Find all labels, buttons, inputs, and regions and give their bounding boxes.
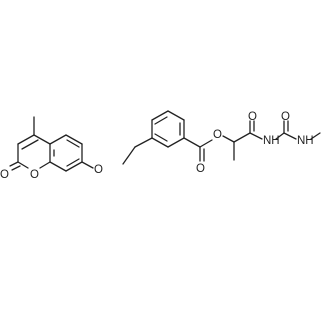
- bond: [167, 137, 185, 148]
- bond: [233, 132, 251, 143]
- bond: [49, 134, 67, 145]
- bond: [122, 146, 136, 165]
- bond: [154, 116, 168, 125]
- atom-label-o: O: [30, 169, 39, 181]
- bond: [81, 161, 94, 169]
- atom-label-o: O: [196, 163, 205, 175]
- atom-label-o: O: [0, 169, 9, 181]
- atom-label-o: O: [94, 164, 103, 176]
- bond: [199, 139, 213, 148]
- bond: [65, 161, 83, 172]
- bond-lines: [9, 110, 321, 172]
- bond: [33, 134, 51, 145]
- bond: [310, 132, 321, 140]
- bond: [183, 137, 201, 148]
- bond: [21, 139, 39, 150]
- bond: [39, 161, 51, 169]
- bond: [222, 135, 235, 143]
- bond: [11, 165, 21, 171]
- bond: [49, 161, 67, 172]
- atom-label-o: O: [281, 111, 290, 123]
- atom-label-nh: NH: [263, 135, 280, 147]
- bond: [275, 132, 285, 140]
- bond: [66, 139, 80, 148]
- atom-label-o: O: [248, 111, 257, 123]
- bond: [167, 110, 185, 121]
- bond: [65, 134, 83, 145]
- bond: [151, 137, 169, 148]
- bond: [66, 158, 80, 167]
- atom-label-nh: NH: [297, 135, 314, 147]
- bond: [17, 134, 35, 145]
- bond: [249, 132, 263, 140]
- atom-label-o: O: [213, 129, 222, 141]
- bond: [283, 132, 297, 140]
- bond: [9, 161, 19, 167]
- bond: [17, 161, 29, 169]
- bond: [151, 110, 169, 121]
- bond: [154, 133, 168, 142]
- atom-labels: O O O O O O NH O NH: [0, 111, 314, 181]
- bond: [134, 137, 153, 148]
